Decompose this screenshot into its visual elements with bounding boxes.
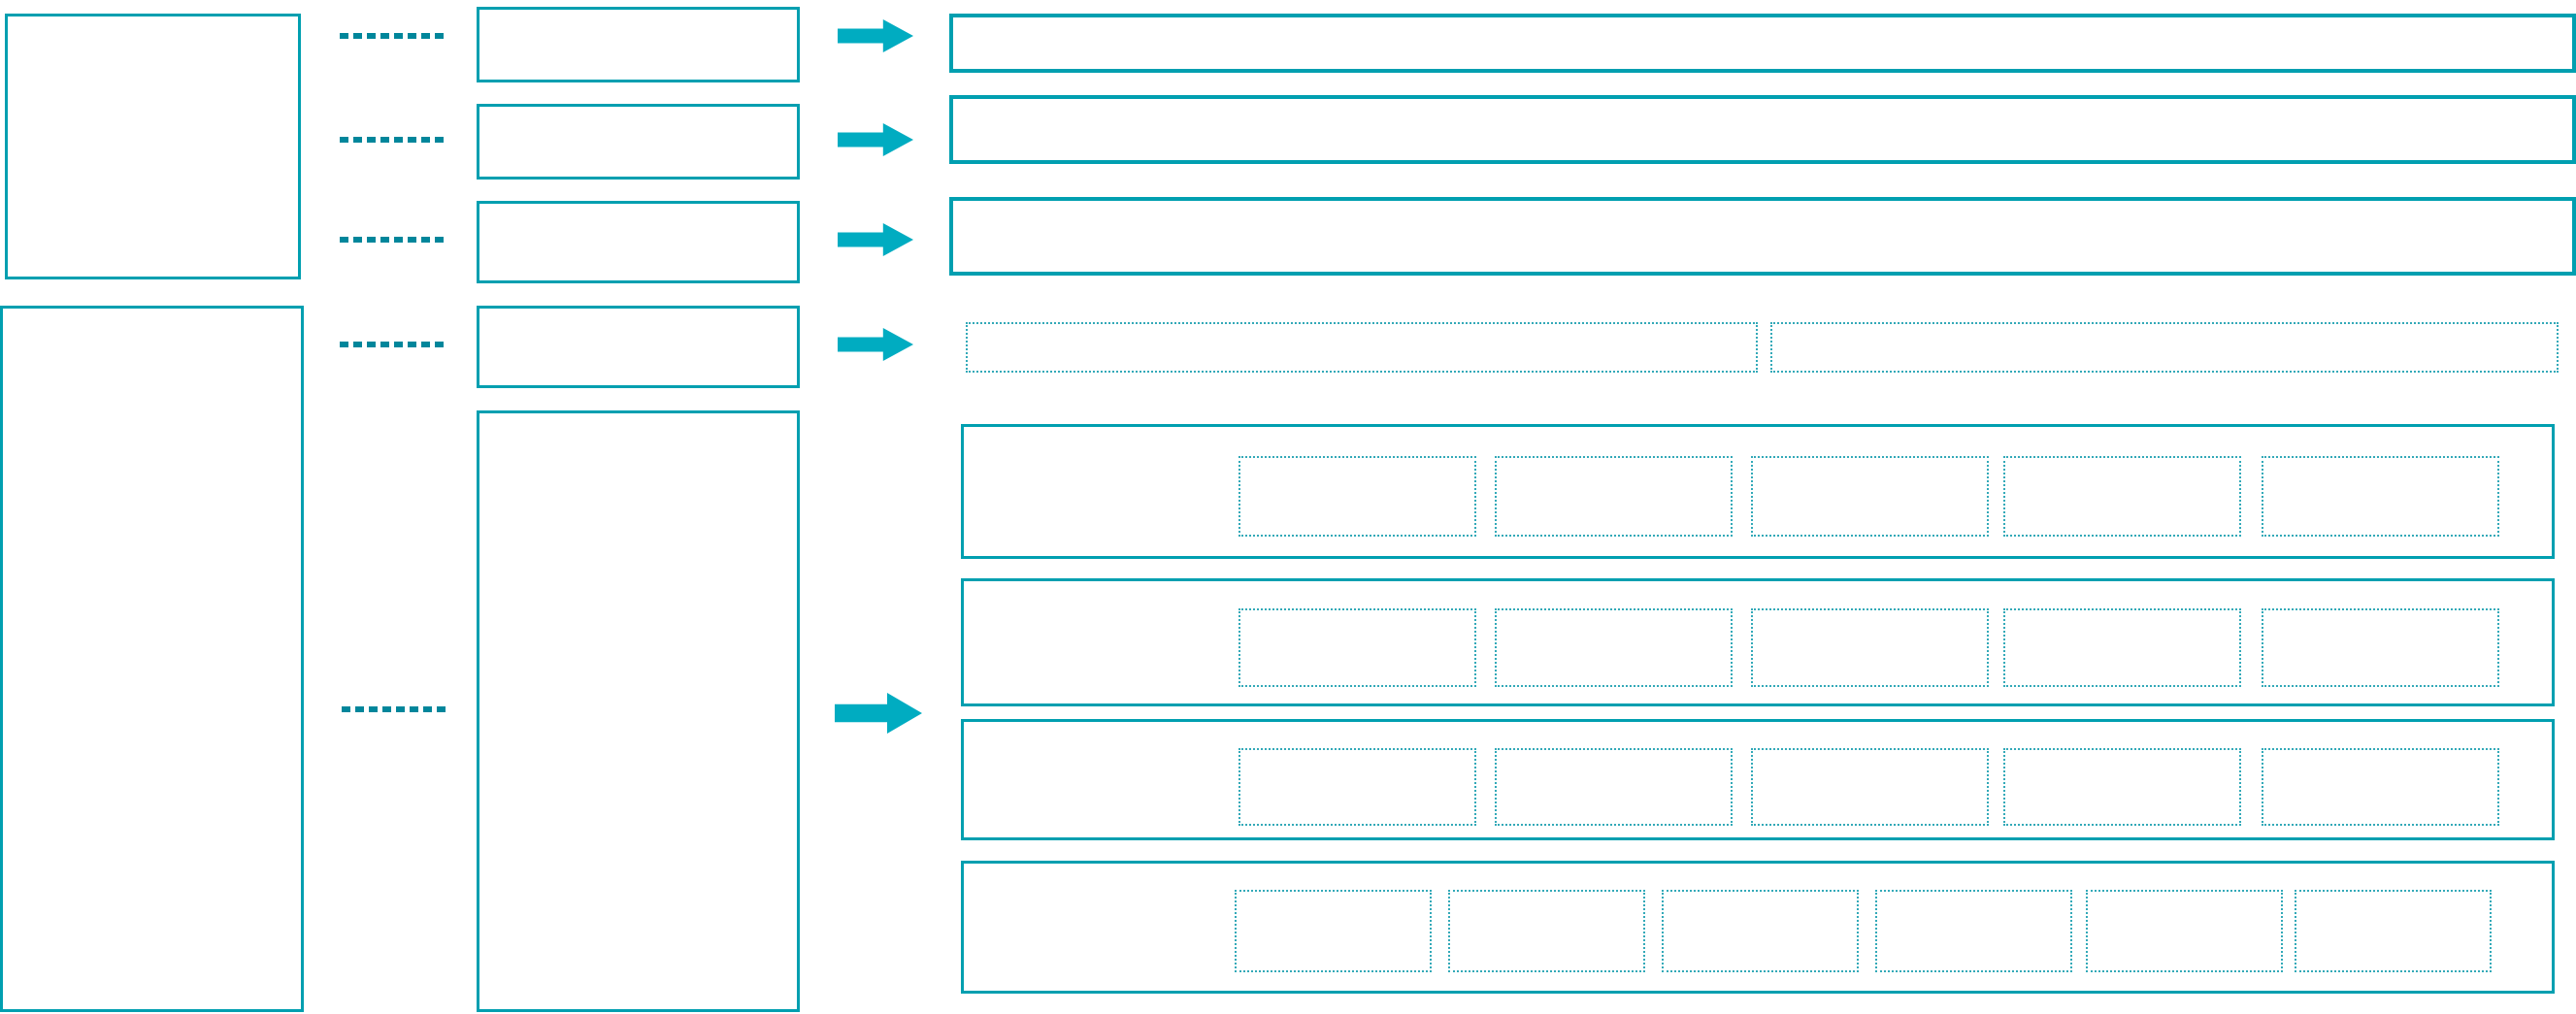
dashed-connector-1 (340, 33, 445, 39)
dotted-cell (2295, 890, 2492, 972)
dotted-cell (1448, 890, 1645, 972)
arrow-right-icon-4 (838, 328, 913, 361)
dotted-cell (2262, 456, 2499, 537)
dotted-cell (2003, 748, 2241, 826)
arrow-right-icon-2 (838, 123, 913, 156)
output-row-3 (949, 197, 2576, 276)
dotted-cell (2262, 608, 2499, 687)
dotted-cell (1751, 748, 1989, 826)
dotted-cell (1770, 322, 2559, 373)
left-panel-top (5, 14, 301, 279)
dashed-connector-5 (342, 706, 446, 712)
dotted-cell (1238, 748, 1476, 826)
group-row-2 (961, 578, 2555, 706)
dotted-cell (2003, 608, 2241, 687)
dotted-cell (1495, 456, 1733, 537)
dotted-cell (2003, 456, 2241, 537)
output-row-1 (949, 14, 2576, 73)
dotted-cell (966, 322, 1758, 373)
dotted-cell (1875, 890, 2072, 972)
group-row-4 (961, 861, 2555, 994)
dotted-cell (1495, 748, 1733, 826)
output-row-2 (949, 95, 2576, 164)
stage-box-3 (477, 201, 800, 283)
dotted-cell (1495, 608, 1733, 687)
dotted-cell (1751, 608, 1989, 687)
group-row-3 (961, 719, 2555, 840)
stage-box-2 (477, 104, 800, 180)
dotted-cell (1235, 890, 1432, 972)
dotted-cell (1662, 890, 1859, 972)
stage-box-1 (477, 7, 800, 82)
dashed-connector-3 (340, 237, 445, 243)
dotted-cell (1751, 456, 1989, 537)
dotted-cell (2086, 890, 2283, 972)
dotted-cell (2262, 748, 2499, 826)
dotted-cell (1238, 608, 1476, 687)
arrow-right-icon-5 (835, 693, 922, 734)
stage-box-5 (477, 410, 800, 1012)
arrow-right-icon-3 (838, 223, 913, 256)
group-row-1 (961, 424, 2555, 559)
stage-box-4 (477, 306, 800, 388)
arrow-right-icon-1 (838, 19, 913, 52)
dotted-cell (1238, 456, 1476, 537)
dashed-connector-2 (340, 137, 445, 143)
dashed-connector-4 (340, 342, 445, 347)
left-panel-bottom (0, 306, 304, 1012)
output-row-4 (949, 312, 2563, 382)
